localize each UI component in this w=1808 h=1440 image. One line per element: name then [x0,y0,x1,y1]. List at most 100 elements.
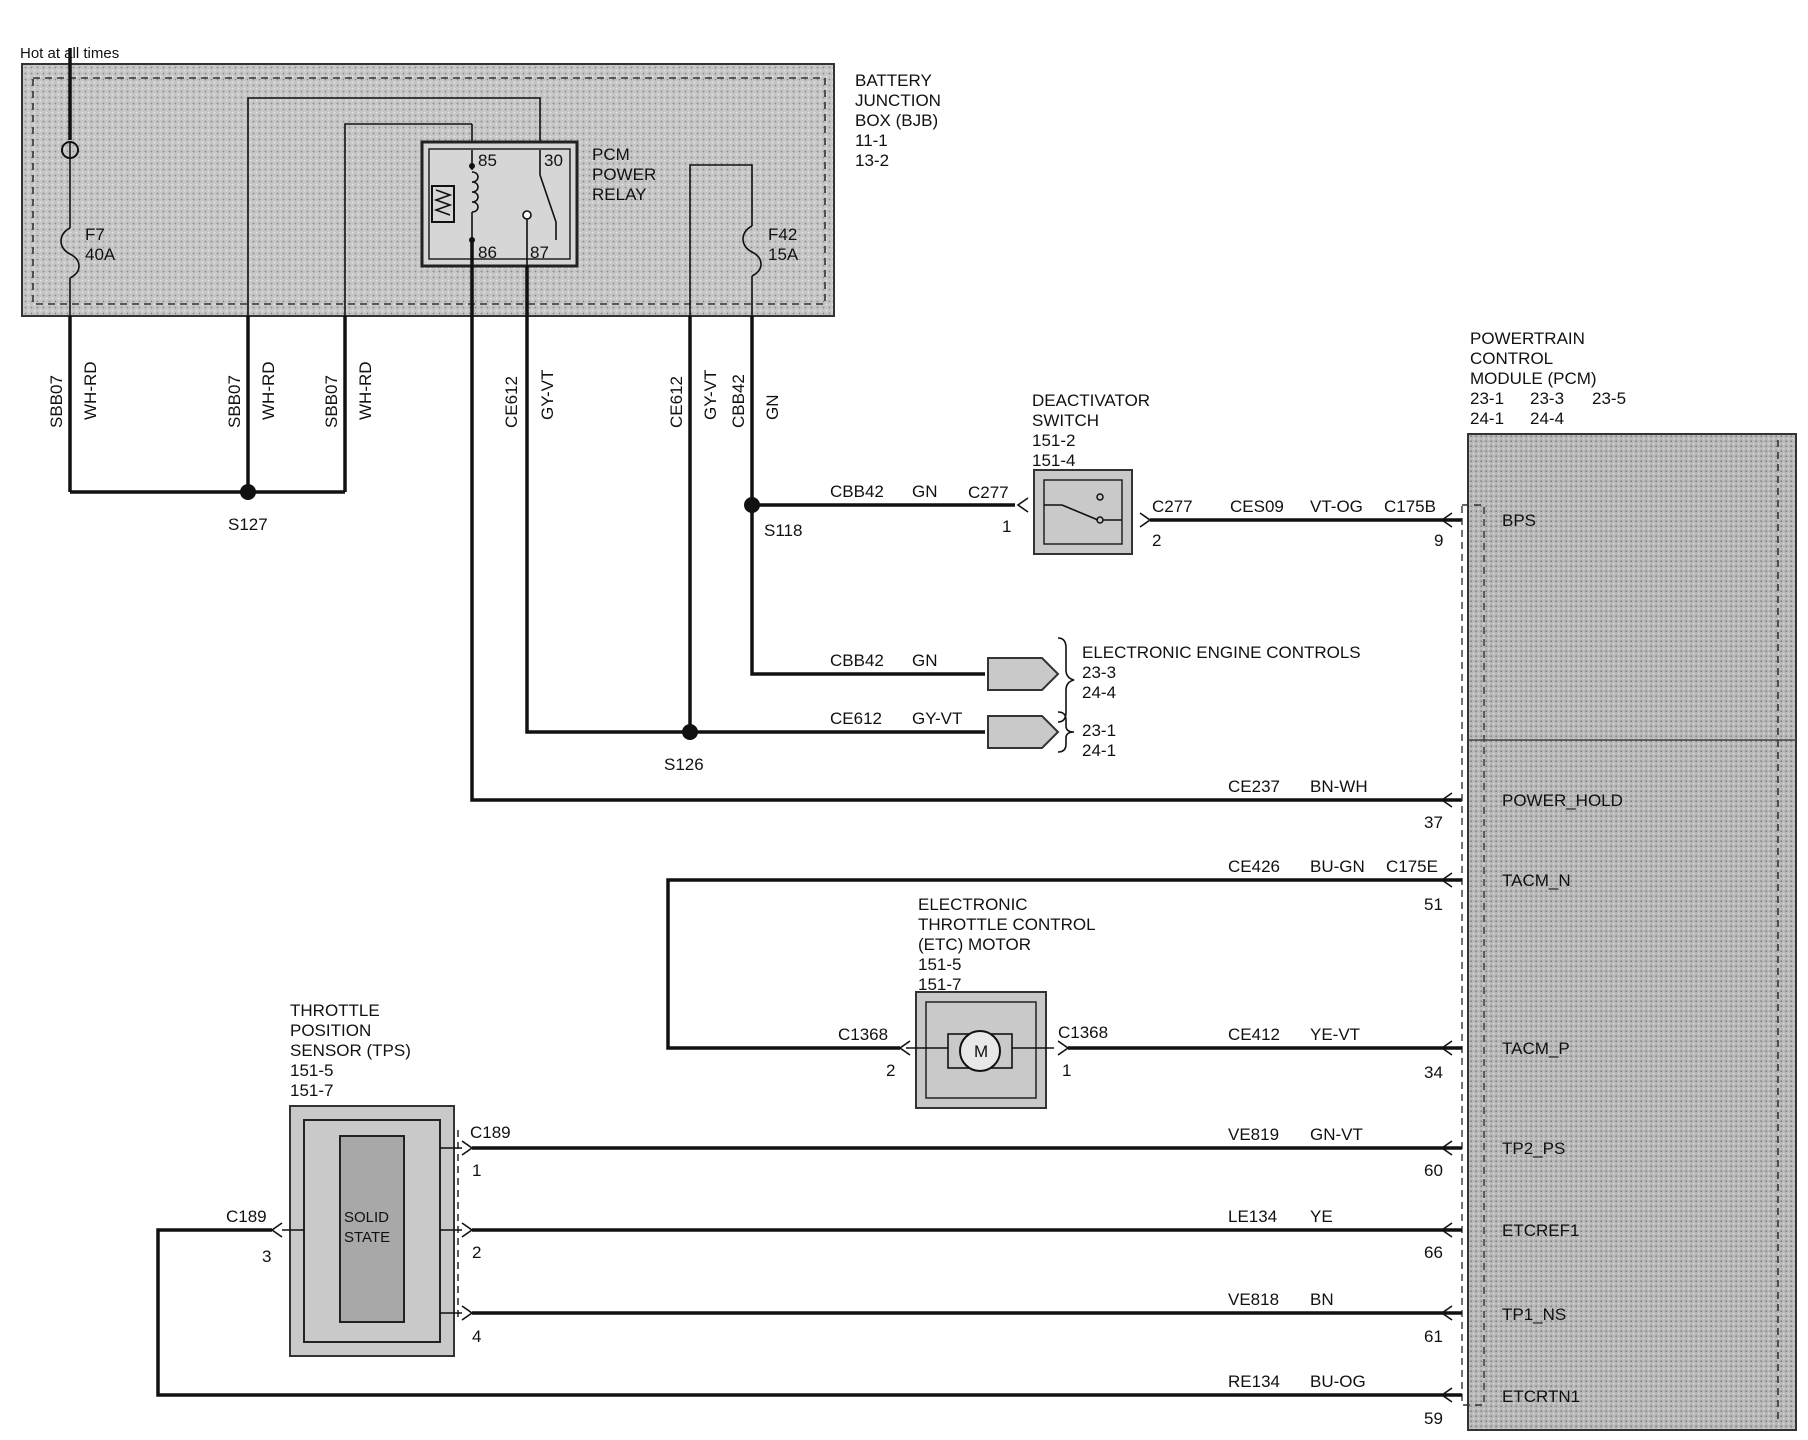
wire-color: BN-WH [1310,777,1368,796]
pcm-pin-number: 37 [1424,813,1443,832]
connector-c189-left: C189 [226,1207,267,1226]
bjb-title-line: BATTERY [855,71,932,90]
pcm-power-relay: 85 30 86 87 PCM POWER RELAY [420,140,656,268]
wire-circuit: CE612 [830,709,882,728]
fuse-f7: F7 40A [60,48,116,316]
tps-ref: 151-7 [290,1081,333,1100]
drop-wires [68,240,1462,802]
etc-ref: 151-5 [918,955,961,974]
pin-label: 1 [1002,517,1011,536]
pcm-pin-number: 60 [1424,1161,1443,1180]
tps-inner-text: STATE [344,1229,390,1246]
pin-label: 1 [472,1161,481,1180]
pin-label: 2 [1152,531,1161,550]
relay-title-line: RELAY [592,185,647,204]
connector-c175e: C175E [1386,857,1438,876]
wire-ce426 [666,878,1462,1050]
wire-color: GN [912,651,938,670]
tps-title-line: THROTTLE [290,1001,380,1020]
wire-color: GY-VT [912,709,962,728]
wire-color: YE-VT [1310,1025,1360,1044]
fuse-f42-rating: 15A [768,245,799,264]
wire-color: GN [912,482,938,501]
wire-circuit: CES09 [1230,497,1284,516]
etc-title-line: (ETC) MOTOR [918,935,1031,954]
pcm-title-line: POWERTRAIN [1470,329,1585,348]
relay-pin-87: 87 [530,243,549,262]
pcm-pins: BPS 9 POWER_HOLD 37 TACM_N 51 TACM_P 34 … [1424,511,1623,1428]
pcm-pin-number: 9 [1434,531,1443,550]
wire-circuit: SBB07 [47,375,66,428]
wire-circuit: CBB42 [830,482,884,501]
pcm-pin-number: 34 [1424,1063,1443,1082]
wire-color: WH-RD [356,361,375,420]
relay-title-line: PCM [592,145,630,164]
wire-circuit: CE426 [1228,857,1280,876]
fuse-f42-name: F42 [768,225,797,244]
wire-color: VT-OG [1310,497,1363,516]
pcm-ref: 23-1 [1470,389,1504,408]
wire-circuit: VE818 [1228,1290,1279,1309]
pcm-ref: 24-1 [1470,409,1504,428]
pcm-ref: 24-4 [1530,409,1564,428]
wire-circuit: CBB42 [830,651,884,670]
deactivator-switch: DEACTIVATOR SWITCH 151-2 151-4 C277 1 C2… [968,391,1193,555]
deactivator-title-line: SWITCH [1032,411,1099,430]
splice-s127-label: S127 [228,515,268,534]
eec-ref: 24-4 [1082,683,1116,702]
wire-color: WH-RD [259,361,278,420]
pcm-pin-tp2-ps: TP2_PS [1502,1139,1565,1158]
wire-color: BU-GN [1310,857,1365,876]
wire-color: WH-RD [81,361,100,420]
tps-inner-text: SOLID [344,1209,389,1226]
pin-label: 2 [886,1061,895,1080]
bjb-title-line: JUNCTION [855,91,941,110]
pcm-pin-etcrtn1: ETCRTN1 [1502,1387,1580,1406]
wire-circuit: SBB07 [322,375,341,428]
pcm-pin-number: 66 [1424,1243,1443,1262]
connector-c277-right: C277 [1152,497,1193,516]
connector-c277-left: C277 [968,483,1009,502]
etc-ref: 151-7 [918,975,961,994]
pcm-title-line: CONTROL [1470,349,1553,368]
wire-color: GN-VT [1310,1125,1363,1144]
wire-color: GY-VT [538,370,557,420]
etc-motor: M ELECTRONIC THROTTLE CONTROL (ETC) MOTO… [838,895,1108,1109]
relay-pin-85: 85 [478,151,497,170]
pcm-pin-tacm-n: TACM_N [1502,871,1571,890]
pcm-pin-number: 51 [1424,895,1443,914]
pin-label: 4 [472,1327,481,1346]
pin-label: 2 [472,1243,481,1262]
wire-color: GN [763,395,782,421]
pcm-pin-power-hold: POWER_HOLD [1502,791,1623,810]
wire-circuit: CBB42 [729,374,748,428]
pcm-pin-tacm-p: TACM_P [1502,1039,1570,1058]
tps-title-line: POSITION [290,1021,371,1040]
pcm-module: POWERTRAIN CONTROL MODULE (PCM) 23-1 23-… [1461,329,1797,1431]
throttle-position-sensor: SOLID STATE THROTTLE POSITION SENSOR (TP… [226,1001,511,1357]
connector-c189-top: C189 [470,1123,511,1142]
wire-circuit: CE412 [1228,1025,1280,1044]
splice-s118-label: S118 [764,521,802,540]
bjb-title-line: BOX (BJB) [855,111,938,130]
pin-label: 3 [262,1247,271,1266]
pcm-ref: 23-5 [1592,389,1626,408]
deactivator-ref: 151-2 [1032,431,1075,450]
connector-c1368-right: C1368 [1058,1023,1108,1042]
wire-re134 [156,1228,1462,1397]
fuse-f7-rating: 40A [85,245,116,264]
pcm-ref: 23-3 [1530,389,1564,408]
eec-connectors: ELECTRONIC ENGINE CONTROLS 23-3 24-4 23-… [987,637,1361,760]
splice-s118: S118 [744,497,802,540]
wire-circuit: CE237 [1228,777,1280,796]
connector-c175b: C175B [1384,497,1436,516]
motor-symbol: M [974,1042,988,1061]
bjb-ref: 11-1 [855,131,888,150]
relay-title-line: POWER [592,165,656,184]
splice-s126-label: S126 [664,755,704,774]
wire-circuit: LE134 [1228,1207,1277,1226]
pcm-pin-etcref1: ETCREF1 [1502,1221,1579,1240]
eec-title: ELECTRONIC ENGINE CONTROLS [1082,643,1361,662]
wire-circuit: CE612 [502,376,521,428]
